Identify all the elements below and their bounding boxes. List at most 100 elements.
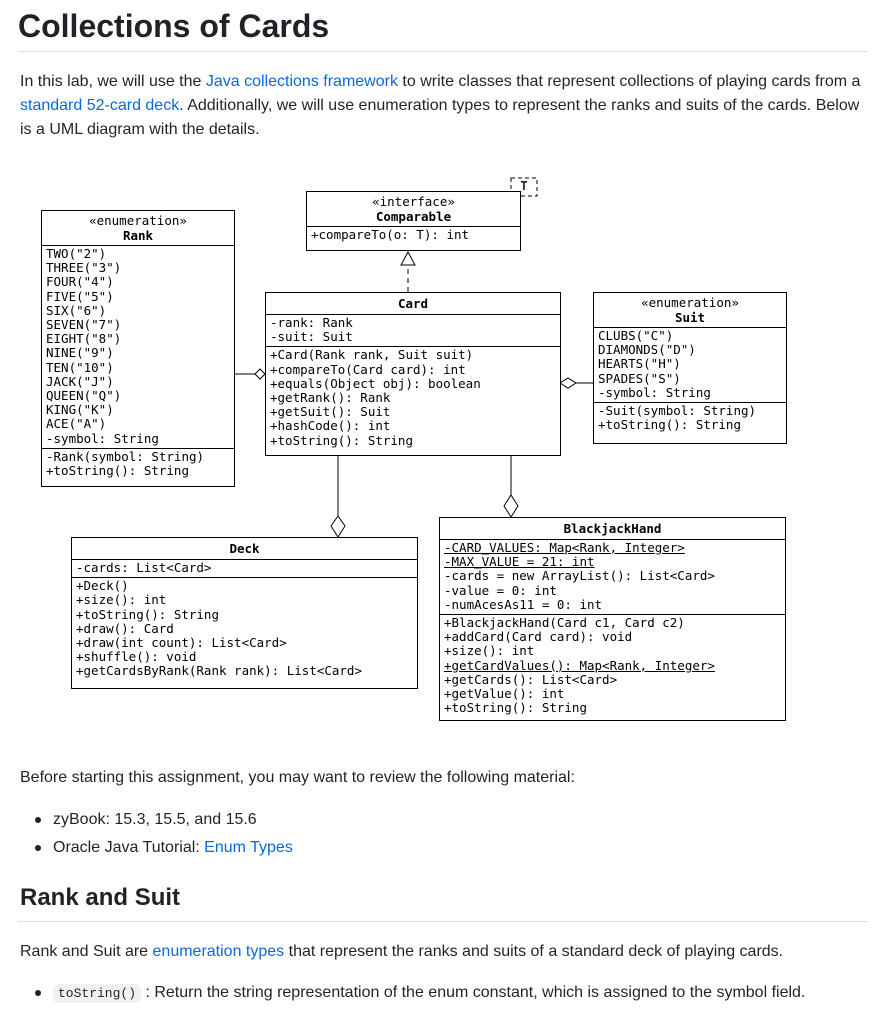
blackjack-hand-class[interactable]: BlackjackHand -CARD_VALUES: Map<Rank, In… (439, 517, 786, 721)
method: +toString(): String (270, 432, 413, 448)
static-method: +getCardValues(): Map<Rank, Integer> (444, 657, 715, 673)
method: +toString(): String (46, 463, 189, 479)
method: +getCards(): List<Card> (444, 671, 618, 687)
tostring-code: toString() (53, 984, 142, 1003)
oracle-tutorial-text: Oracle Java Tutorial: (53, 839, 205, 856)
method: +compareTo(o: T): int (311, 227, 470, 242)
field: -suit: Suit (270, 329, 353, 345)
enum-constant: NINE("9") (46, 345, 114, 361)
enum-constant: HEARTS("H") (598, 356, 681, 372)
enum-constant: KING("K") (46, 402, 114, 418)
method: +size(): int (76, 592, 167, 608)
method: +toString(): String (598, 417, 741, 433)
page-title: Collections of Cards (18, 8, 330, 44)
class-name: Deck (229, 541, 260, 556)
method: +toString(): String (76, 606, 219, 622)
method: +addCard(Card card): void (444, 629, 633, 645)
enum-constant: SEVEN("7") (46, 317, 122, 333)
enum-constant: SPADES("S") (598, 370, 681, 386)
method: +getRank(): Rank (270, 390, 391, 406)
field: -rank: Rank (270, 315, 353, 330)
enum-constant: DIAMONDS("D") (598, 342, 696, 358)
realization-arrowhead (400, 250, 416, 266)
uml-diagram: T «interface» Comparable +compareTo(o: T… (0, 170, 874, 730)
enum-constant: TEN("10") (46, 359, 114, 375)
intro-text-3: . Additionally, we will use enumeration … (20, 97, 860, 138)
intro-paragraph: In this lab, we will use the Java collec… (20, 70, 865, 142)
rank-card-diamond (254, 368, 266, 380)
enum-constant: -symbol: String (598, 384, 711, 400)
method: +draw(int count): List<Card> (76, 635, 287, 651)
enumeration-types-link[interactable]: enumeration types (152, 943, 285, 960)
section-divider (18, 921, 868, 922)
method: +compareTo(Card card): int (270, 361, 466, 377)
field: -cards = new ArrayList(): List<Card> (444, 568, 715, 584)
zybook-reference: zyBook: 15.3, 15.5, and 15.6 (53, 811, 257, 828)
method-list: toString() : Return the string represent… (30, 981, 805, 1009)
enum-constant: SIX("6") (46, 302, 107, 318)
enum-stereotype: «enumeration» (89, 213, 187, 228)
enum-constant: FOUR("4") (46, 274, 114, 290)
prep-material-list: zyBook: 15.3, 15.5, and 15.6 Oracle Java… (30, 808, 293, 864)
title-divider (18, 51, 868, 52)
method: +Card(Rank rank, Suit suit) (270, 347, 474, 363)
enum-constant: TWO("2") (46, 246, 107, 261)
list-item: zyBook: 15.3, 15.5, and 15.6 (30, 808, 293, 836)
intro-text-2: to write classes that represent collecti… (397, 73, 861, 90)
rank-enum[interactable]: «enumeration» Rank TWO("2")THREE("3")FOU… (41, 210, 235, 487)
method: +size(): int (444, 643, 535, 659)
class-name: Card (397, 296, 429, 311)
list-item: toString() : Return the string represent… (30, 981, 805, 1009)
enum-types-link[interactable]: Enum Types (204, 839, 293, 856)
enum-constant: EIGHT("8") (46, 331, 122, 347)
method: +BlackjackHand(Card c1, Card c2) (444, 615, 685, 631)
enum-constant: ACE("A") (46, 416, 107, 432)
static-field: -MAX_VALUE = 21: int (444, 554, 595, 570)
deck-diamond (330, 515, 346, 538)
method: +equals(Object obj): boolean (270, 375, 481, 391)
comparable-interface[interactable]: «interface» Comparable +compareTo(o: T):… (306, 191, 521, 251)
class-name: BlackjackHand (563, 521, 662, 536)
before-paragraph: Before starting this assignment, you may… (20, 769, 575, 786)
enum-constant: -symbol: String (46, 430, 159, 446)
method: +getCardsByRank(Rank rank): List<Card> (76, 663, 362, 679)
type-parameter-label: T (520, 179, 528, 193)
enum-stereotype: «enumeration» (641, 295, 739, 310)
field: -cards: List<Card> (76, 560, 212, 575)
tostring-description: : Return the string representation of th… (141, 984, 806, 1001)
list-item: Oracle Java Tutorial: Enum Types (30, 836, 293, 864)
enum-constant: CLUBS("C") (598, 328, 674, 343)
enum-constant: QUEEN("Q") (46, 388, 122, 404)
enum-constant: FIVE("5") (46, 288, 114, 304)
java-collections-link[interactable]: Java collections framework (205, 73, 398, 90)
hand-diamond (503, 494, 519, 518)
method: -Rank(symbol: String) (46, 448, 205, 464)
class-name: Rank (122, 228, 154, 243)
standard-deck-link[interactable]: standard 52-card deck (20, 97, 180, 114)
field: -value = 0: int (444, 582, 557, 598)
static-field: -CARD_VALUES: Map<Rank, Integer> (444, 540, 685, 555)
interface-stereotype: «interface» (372, 194, 455, 209)
class-name: Comparable (375, 209, 452, 224)
class-name: Suit (674, 310, 706, 325)
enum-constant: JACK("J") (46, 373, 114, 389)
method: +getSuit(): Suit (270, 404, 391, 420)
method: +draw(): Card (76, 620, 174, 636)
uml-connectors (235, 177, 593, 538)
method: +shuffle(): void (76, 649, 197, 665)
rank-suit-paragraph: Rank and Suit are enumeration types that… (20, 940, 783, 964)
deck-class[interactable]: Deck -cards: List<Card> +Deck()+size(): … (71, 537, 418, 689)
method: -Suit(symbol: String) (598, 403, 757, 419)
method: +getValue(): int (444, 686, 565, 702)
enum-constant: THREE("3") (46, 260, 122, 276)
method: +hashCode(): int (270, 418, 391, 434)
method: +toString(): String (444, 700, 587, 716)
field: -numAcesAs11 = 0: int (444, 596, 603, 612)
intro-text-1: In this lab, we will use the (20, 73, 206, 90)
suit-enum[interactable]: «enumeration» Suit CLUBS("C")DIAMONDS("D… (593, 292, 787, 444)
section-heading-rank-suit: Rank and Suit (20, 884, 181, 911)
method: +Deck() (76, 578, 129, 594)
rank-suit-text-2: that represent the ranks and suits of a … (284, 943, 784, 960)
rank-suit-text-1: Rank and Suit are (20, 943, 153, 960)
card-class[interactable]: Card -rank: Rank-suit: Suit +Card(Rank r… (265, 292, 561, 456)
